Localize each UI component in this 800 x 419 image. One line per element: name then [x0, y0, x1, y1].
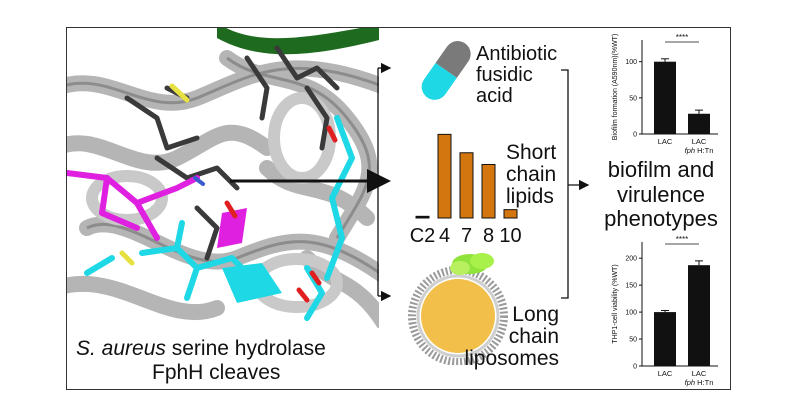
- bar: [654, 312, 676, 366]
- lipid-bar: [415, 215, 430, 219]
- bar: [654, 61, 676, 134]
- lipid-chain-label: 7: [461, 225, 472, 247]
- y-axis-label: Biofilm formation (A590nm)(%WT): [612, 34, 619, 141]
- y-tick-label: 100: [625, 59, 637, 66]
- lipid-chain-label: 10: [499, 225, 521, 247]
- y-tick-label: 0: [633, 132, 637, 139]
- caption-line-2: FphH cleaves: [152, 361, 281, 384]
- outcome-label: biofilm and virulence phenotypes: [592, 157, 730, 232]
- lipids-word: lipids: [506, 185, 554, 209]
- liposomes-word: liposomes: [464, 347, 559, 371]
- organism-name: S. aureus: [76, 337, 166, 360]
- antibiotic-word: Antibiotic: [476, 43, 558, 65]
- significance-label: ****: [676, 33, 688, 42]
- y-tick-label: 200: [625, 256, 637, 263]
- y-axis-label: THP1-cell viability (%WT): [612, 264, 619, 343]
- long-chain-label: Long chain liposomes: [464, 303, 559, 371]
- right-bracket: [561, 69, 590, 299]
- bar: [688, 265, 710, 366]
- chain-word: chain: [506, 163, 557, 187]
- category-label-2: fph H:Tn: [685, 378, 714, 387]
- lipid-bar: [437, 133, 452, 219]
- y-tick-label: 150: [625, 283, 637, 290]
- left-bracket: [377, 62, 392, 302]
- capsule-icon: [421, 41, 471, 100]
- short-word: Short: [506, 141, 557, 164]
- y-tick-label: 50: [629, 337, 637, 344]
- long-word: Long: [512, 303, 559, 326]
- category-label: LAC: [658, 137, 673, 146]
- lipid-bar: [481, 163, 496, 219]
- fusidic-word: fusidic: [476, 64, 533, 86]
- biofilm-chart: 0 50 100 Biofilm formation (A590nm)(%WT) LAC…: [612, 33, 718, 155]
- significance-label: ****: [676, 235, 688, 244]
- short-chain-label: Short chain lipids: [506, 141, 557, 209]
- lipid-chain-label: 4: [439, 225, 450, 247]
- acid-word: acid: [476, 85, 513, 107]
- caption-line-1-rest: serine hydrolase: [171, 337, 326, 360]
- lipid-bar: [459, 152, 474, 219]
- y-tick-label: 0: [633, 364, 637, 371]
- category-label: LAC: [658, 369, 673, 378]
- caption-line-1: S. aureus serine hydrolase: [76, 337, 326, 360]
- category-label-2: fph H:Tn: [685, 146, 714, 155]
- category-label: LAC: [692, 369, 707, 378]
- lipid-chain-label: 8: [483, 225, 494, 247]
- antibiotic-label: Antibiotic fusidic acid: [476, 44, 557, 107]
- category-label: LAC: [692, 137, 707, 146]
- outcome-line-1: biofilm and: [607, 157, 715, 182]
- protein-structure-image: [67, 28, 379, 328]
- y-tick-label: 50: [629, 95, 637, 102]
- outcome-line-3: phenotypes: [604, 206, 718, 232]
- liposome-icon: [408, 253, 508, 365]
- bar: [688, 113, 710, 134]
- lipid-chain-label: C2: [410, 225, 436, 247]
- y-tick-label: 100: [625, 310, 637, 317]
- outcome-line-2: virulence: [616, 181, 706, 207]
- lipid-bar: [503, 209, 518, 219]
- chain-word-2: chain: [508, 325, 559, 349]
